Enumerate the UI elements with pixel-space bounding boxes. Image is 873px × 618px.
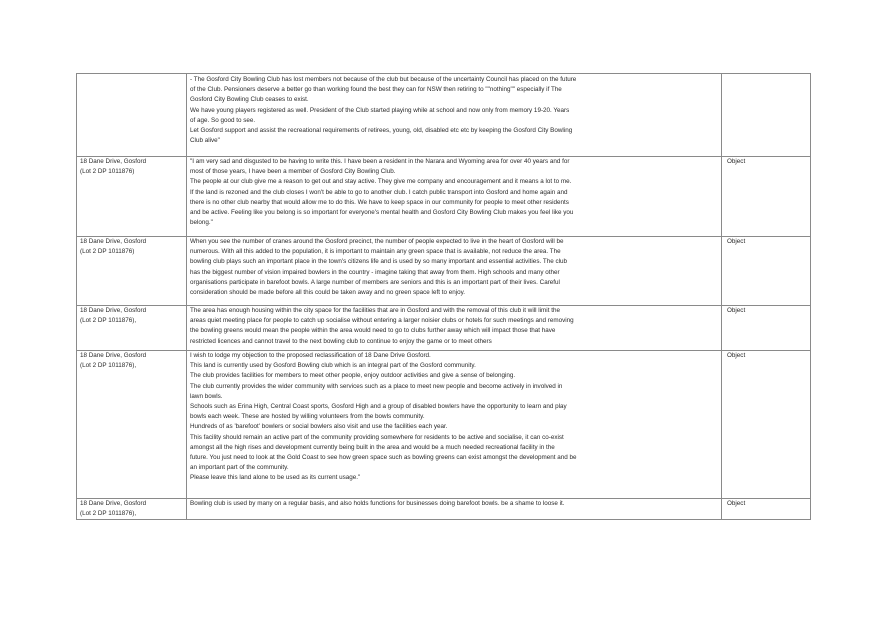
position-cell: Object [721,156,811,237]
comment-line: We have young players registered as well… [190,106,570,114]
address-line: (Lot 2 DP 1011876) [80,168,135,176]
position-cell: Object [721,305,811,351]
position-cell: Object [721,497,811,521]
comment-line: Gosford City Bowling Club ceases to exis… [190,96,309,104]
comment-line: I wish to lodge my objection to the prop… [190,352,431,359]
comment-line: the bowling greens would mean the people… [190,327,556,335]
comment-line: has the biggest number of vision impaire… [190,268,560,276]
table-row: 18 Dane Drive, Gosford (Lot 2 DP 1011876)… [76,236,811,306]
address-cell [76,73,187,157]
comment-cell: I wish to lodge my objection to the prop… [186,350,722,499]
comment-line: If the land is rezoned and the club clos… [190,188,568,196]
position-label: Object [727,158,746,165]
comment-line: of age. So good to see. [190,116,256,124]
comment-cell: The area has enough housing within the c… [186,305,722,351]
document-page: - The Gosford City Bowling Club has lost… [76,73,811,521]
comment-line: Bowling club is used by many on a regula… [190,500,565,507]
address-line: (Lot 2 DP 1011876), [80,317,137,325]
comment-line: lawn bowls. [190,392,223,400]
comment-line: Schools such as Erina High, Central Coas… [190,403,567,411]
comment-line: of the Club. Pensioners deserve a better… [190,86,562,94]
comment-line: belong." [190,219,213,227]
address-line: 18 Dane Drive, Gosford [80,352,147,359]
position-cell: Object [721,350,811,499]
comment-line: there is no other club nearby that would… [190,198,569,206]
address-line: (Lot 2 DP 1011876), [80,362,137,370]
comment-line: - The Gosford City Bowling Club has lost… [190,76,577,83]
comment-line: numerous. With all this added to the pop… [190,248,561,256]
table-row: 18 Dane Drive, Gosford (Lot 2 DP 1011876)… [76,156,811,237]
comment-line: bowling club plays such an important pla… [190,258,567,266]
comment-line: and be active. Feeling like you belong i… [190,209,574,217]
table-row: 18 Dane Drive, Gosford (Lot 2 DP 1011876)… [76,497,811,521]
address-cell: 18 Dane Drive, Gosford (Lot 2 DP 1011876) [76,156,187,237]
submissions-table: - The Gosford City Bowling Club has lost… [76,73,811,521]
position-label: Object [727,500,746,507]
comment-line: an important part of the community. [190,464,289,472]
address-line: 18 Dane Drive, Gosford [80,158,147,165]
table-row: - The Gosford City Bowling Club has lost… [76,73,811,157]
comment-line: organisations participate in barefoot bo… [190,278,560,286]
address-cell: 18 Dane Drive, Gosford (Lot 2 DP 1011876) [76,236,187,306]
position-label: Object [727,307,746,314]
position-label: Object [727,238,746,245]
comment-line: Please leave this land alone to be used … [190,474,361,482]
address-line: 18 Dane Drive, Gosford [80,307,147,314]
address-line: 18 Dane Drive, Gosford [80,238,147,245]
comment-cell: - The Gosford City Bowling Club has lost… [186,73,722,157]
comment-line: The area has enough housing within the c… [190,307,560,314]
comment-line: future. You just need to look at the Gol… [190,454,577,462]
comment-line: Hundreds of as 'barefoot' bowlers or soc… [190,423,448,431]
comment-line: The club provides facilities for members… [190,372,516,380]
address-cell: 18 Dane Drive, Gosford (Lot 2 DP 1011876)… [76,305,187,351]
comment-line: This land is currently used by Gosford B… [190,362,476,370]
comment-line: most of those years, I have been a membe… [190,168,396,176]
comment-line: The people at our club give me a reason … [190,178,572,186]
comment-cell: When you see the number of cranes around… [186,236,722,306]
submissions-table-body: - The Gosford City Bowling Club has lost… [76,73,811,521]
comment-cell: Bowling club is used by many on a regula… [186,497,722,521]
comment-line: This facility should remain an active pa… [190,433,564,441]
position-cell [721,73,811,157]
comment-line: Club alive" [190,137,220,145]
position-label: Object [727,352,746,359]
comment-line: The club currently provides the wider co… [190,382,563,390]
comment-line: When you see the number of cranes around… [190,238,564,245]
comment-line: Let Gosford support and assist the recre… [190,127,573,135]
comment-line: "I am very sad and disgusted to be havin… [190,158,570,165]
table-row: 18 Dane Drive, Gosford (Lot 2 DP 1011876)… [76,350,811,499]
address-cell: 18 Dane Drive, Gosford (Lot 2 DP 1011876)… [76,497,187,521]
comment-line: bowls each week. These are hosted by wil… [190,413,425,421]
comment-line: areas quiet meeting place for people to … [190,317,574,325]
table-row: 18 Dane Drive, Gosford (Lot 2 DP 1011876)… [76,305,811,351]
comment-line: restricted licences and cannot travel to… [190,337,492,345]
address-line: 18 Dane Drive, Gosford [80,500,147,507]
comment-line: amongst all the high rises and developme… [190,443,555,451]
comment-line: consideration should be made before all … [190,289,466,297]
address-cell: 18 Dane Drive, Gosford (Lot 2 DP 1011876)… [76,350,187,499]
comment-cell: "I am very sad and disgusted to be havin… [186,156,722,237]
address-line: (Lot 2 DP 1011876), [80,510,137,518]
position-cell: Object [721,236,811,306]
address-line: (Lot 2 DP 1011876) [80,248,135,256]
